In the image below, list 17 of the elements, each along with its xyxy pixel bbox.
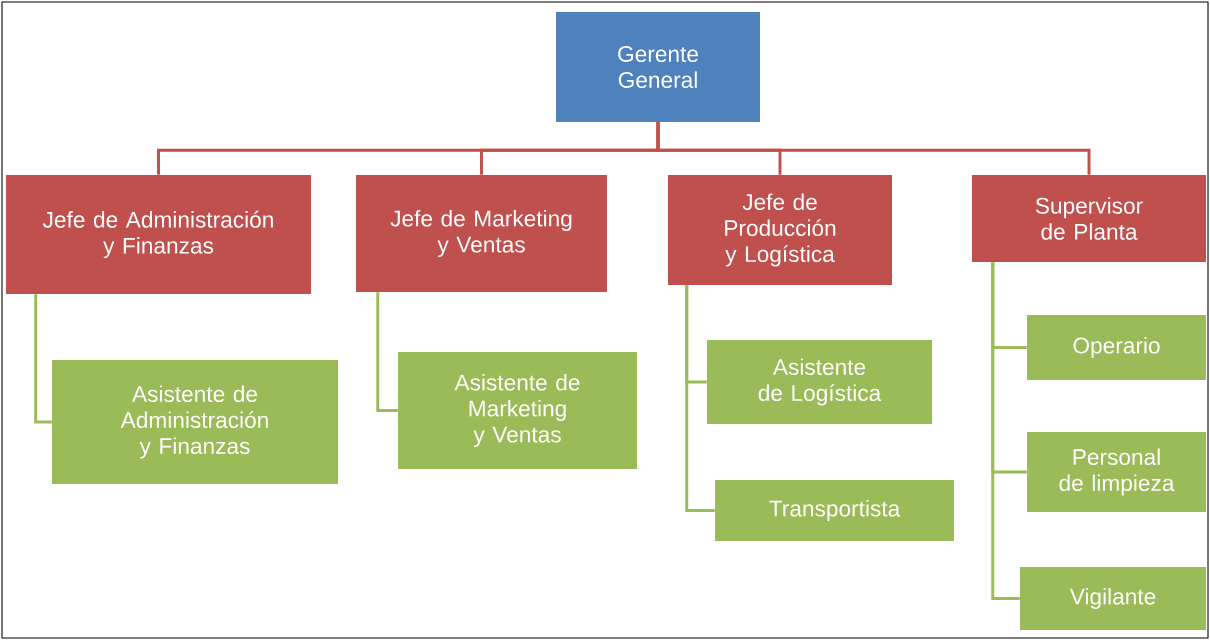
connector-line [656, 122, 1091, 175]
department-box: Jefe de Marketing y Ventas [356, 174, 607, 293]
department-box: Jefe de Administración y Finanzas [5, 175, 312, 294]
connector-line [34, 294, 52, 424]
connector-line [685, 285, 715, 512]
staff-box: Transportista [715, 479, 954, 542]
department-box: Supervisor de Planta [972, 175, 1206, 262]
staff-box: Asistente de Logística [706, 340, 933, 424]
staff-box: Vigilante [1020, 567, 1206, 630]
department-box: Jefe de Producción y Logística [668, 175, 892, 285]
staff-box: Asistente de Marketing y Ventas [398, 351, 637, 470]
manager-box: Gerente General [556, 12, 760, 122]
staff-box: Asistente de Administración y Finanzas [52, 360, 338, 484]
connector-line [376, 292, 398, 412]
connector-line [991, 262, 1020, 600]
staff-box: Personal de limpieza [1027, 432, 1206, 512]
staff-box: Operario [1027, 314, 1206, 381]
